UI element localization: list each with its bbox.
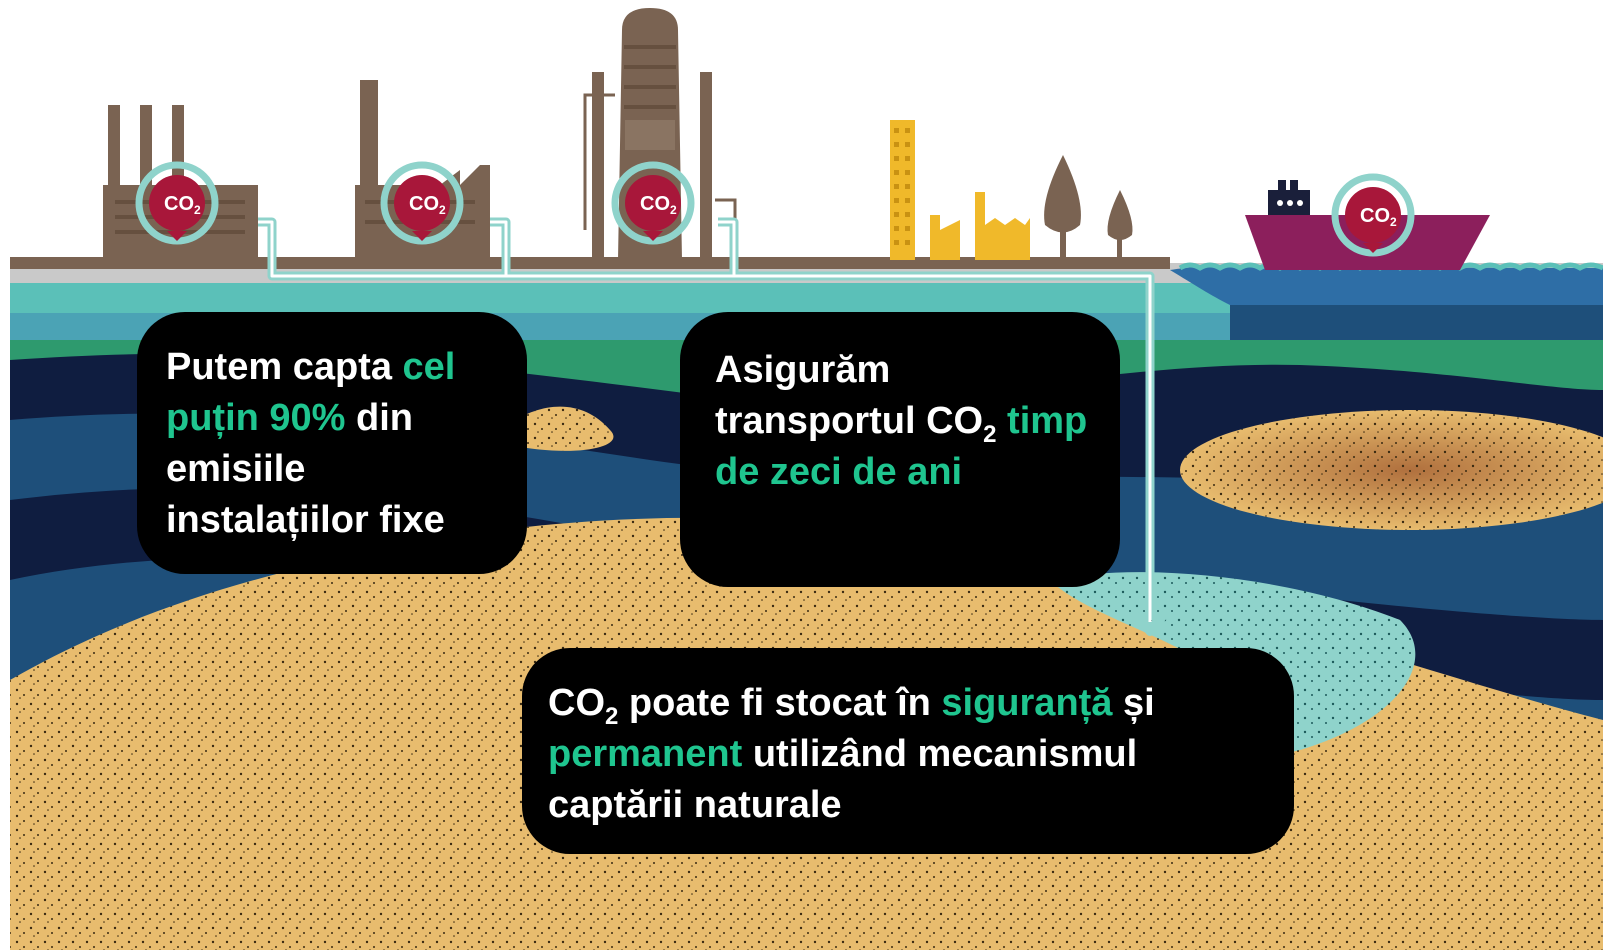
callout-capture: Putem capta cel puțin 90% din emisiile i…	[137, 312, 527, 574]
callout-storage-subscript: 2	[605, 703, 619, 730]
sea	[1170, 262, 1603, 340]
co2-badge-ship: CO2	[1335, 177, 1411, 253]
co2-badge-2: CO2	[384, 165, 460, 241]
callout-storage-highlight-1: siguranță	[941, 682, 1113, 724]
callout-storage-text-2: poate fi stocat în	[618, 682, 942, 724]
callout-storage-text-1: CO	[548, 682, 605, 724]
trees	[1044, 155, 1133, 260]
callout-capture-text-1: Putem capta	[166, 346, 403, 388]
ground-surface	[10, 257, 1170, 269]
svg-text:CO2: CO2	[640, 193, 677, 217]
callout-storage-highlight-2: permanent	[548, 733, 743, 775]
callout-storage-text-3: și	[1112, 682, 1155, 724]
callout-transport-highlight: timp de zeci de ani	[715, 400, 1088, 493]
co2-badge-3: CO2	[615, 165, 691, 241]
co2-badge-1: CO2	[139, 165, 215, 241]
callout-capture-text-2: din emisiile instalațiilor fixe	[166, 397, 445, 541]
callout-storage-text-4: utilizând mecanismul captării naturale	[548, 733, 1138, 826]
callout-transport: Asigurăm transportul CO2 timp de zeci de…	[680, 312, 1120, 587]
svg-text:CO2: CO2	[164, 193, 201, 217]
callout-transport-text-1: Asigurăm transportul CO	[715, 349, 984, 442]
city-buildings	[890, 120, 1030, 260]
callout-storage: CO2 poate fi stocat în siguranță și perm…	[522, 648, 1294, 854]
callout-transport-space	[996, 400, 1007, 442]
ship	[1245, 180, 1490, 270]
svg-text:CO2: CO2	[1360, 205, 1397, 229]
callout-capture-highlight: cel puțin 90%	[166, 346, 456, 439]
callout-transport-subscript: 2	[983, 421, 997, 448]
svg-text:CO2: CO2	[409, 193, 446, 217]
